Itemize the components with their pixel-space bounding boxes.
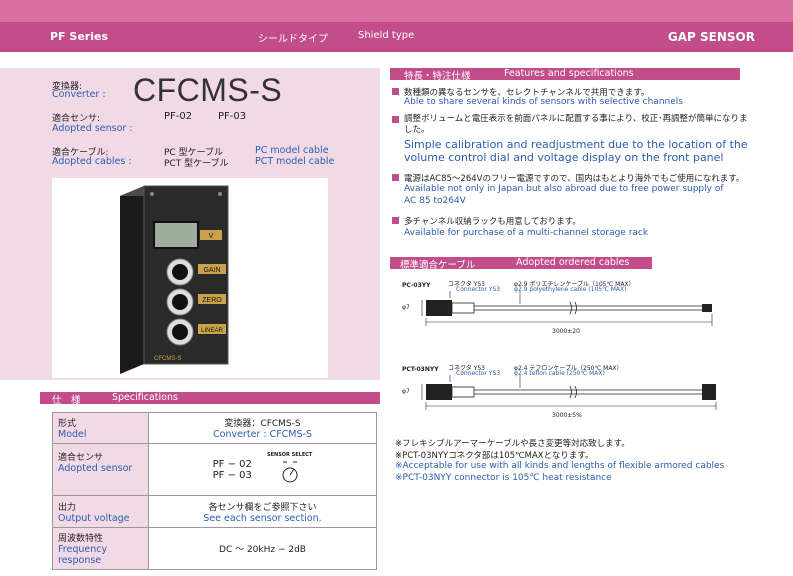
- sensor-label-jp: 適合センサ:: [52, 114, 101, 124]
- selector-switch-icon: [282, 461, 298, 482]
- series-title: PF Series: [50, 30, 108, 43]
- specs-title-jp: 仕 様: [52, 395, 81, 406]
- panel-label-linear: LINEAR: [201, 328, 223, 334]
- spec-value-en: See each sensor section.: [203, 512, 322, 524]
- cables-title-jp: 標準適合ケーブル: [400, 260, 476, 271]
- panel-label-v: V: [209, 233, 214, 240]
- converter-label-en: Converter :: [52, 89, 106, 100]
- cable-1-jp: PC 型ケーブル: [164, 148, 224, 158]
- product-photo: V GAIN ZERO LINEAR CFCMS-S: [52, 178, 328, 378]
- features-title-en: Features and specifications: [504, 68, 634, 79]
- cable-1-spec-jp: φ2.9 ポリエチレンケーブル（105℃ MAX）: [514, 281, 635, 288]
- feature-2-en-1: Simple calibration and readjustment due …: [404, 138, 748, 151]
- bullet-icon: [392, 174, 399, 181]
- bullet-icon: [392, 116, 399, 123]
- feature-1-en: Able to share several kinds of sensors w…: [404, 97, 683, 107]
- cable-2-length: 3000±5%: [552, 412, 582, 419]
- cable-1-en: PC model cable: [255, 145, 329, 156]
- cable-note-jp-2: ※PCT-03NYYコネクタ部は105℃MAXとなります。: [395, 451, 594, 461]
- spec-label-en: Frequency response: [58, 544, 108, 566]
- cable-1-length: 3000±20: [552, 328, 580, 335]
- feature-2-jp: 調整ボリュームと電圧表示を前面パネルに配置する事により、校正･再調整が簡単になり…: [404, 114, 748, 135]
- feature-4-jp: 多チャンネル収納ラックも用意しております。: [404, 217, 581, 227]
- sensor-value-2: PF − 03: [212, 469, 252, 481]
- cable-1-diagram: PC-03YY コネクタ YS3 Connector YS3 φ2.9 ポリエチ…: [402, 276, 742, 342]
- features-title-bar: 特長・特注仕様 Features and specifications: [390, 68, 740, 82]
- cable-note-en-1: ※Acceptable for use with all kinds and l…: [395, 461, 725, 471]
- feature-3-jp: 電源はAC85〜264Vのフリー電源ですので、国内はもとより海外でもご使用になれ…: [404, 174, 745, 184]
- sensor-select-label: SENSOR SELECT: [267, 451, 313, 458]
- spec-label-jp: 出力: [58, 502, 77, 513]
- cable-label-en: Adopted cables :: [52, 156, 132, 167]
- type-en: Shield type: [358, 30, 415, 41]
- bullet-icon: [392, 217, 399, 224]
- sensor-2: PF-03: [218, 111, 247, 122]
- converter-unit-illustration: V GAIN ZERO LINEAR CFCMS-S: [120, 185, 229, 374]
- specs-title-en: Specifications: [112, 392, 178, 403]
- spec-value-en: Converter : CFCMS-S: [213, 429, 312, 440]
- page-header: PF Series シールドタイプ Shield type GAP SENSOR: [0, 22, 793, 52]
- cable-2-conn-en: Connector YS3: [456, 370, 501, 377]
- spec-label-jp: 周波数特性: [58, 534, 104, 544]
- converter-label-jp: 変換器:: [52, 82, 83, 92]
- cables-title-en: Adopted ordered cables: [516, 257, 630, 268]
- panel-label-zero: ZERO: [202, 297, 222, 304]
- type-jp: シールドタイプ: [258, 34, 328, 45]
- knob-gain: [166, 258, 194, 286]
- spec-label-en: Model: [58, 429, 87, 440]
- cable-1-drawing: [421, 291, 713, 326]
- bullet-icon: [392, 88, 399, 95]
- panel-model-label: CFCMS-S: [154, 356, 181, 362]
- spec-value: DC 〜 20kHz − 2dB: [219, 545, 306, 555]
- spec-label-en: Output voltage: [58, 512, 130, 524]
- spec-label-jp: 形式: [58, 419, 77, 429]
- specs-title-bar: 仕 様 Specifications: [40, 392, 380, 406]
- cable-2-dim: φ7: [402, 388, 410, 395]
- cable-note-jp-1: ※フレキシブルアーマーケーブルや長さ変更等対応致します。: [395, 439, 630, 449]
- cable-1-spec-en: φ2.9 polyethylene cable (105℃ MAX): [514, 286, 627, 293]
- panel-label-gain: GAIN: [203, 267, 220, 274]
- features-title-jp: 特長・特注仕様: [404, 71, 471, 82]
- cable-2-jp: PCT 型ケーブル: [164, 159, 229, 169]
- knob-linear: [166, 318, 194, 346]
- cable-note-en-2: ※PCT-03NYY connector is 105℃ heat resist…: [395, 473, 612, 483]
- feature-2-en-2: volume control dial and voltage display …: [404, 151, 724, 164]
- cable-1-conn-en: Connector YS3: [456, 286, 501, 293]
- cable-2-en: PCT model cable: [255, 156, 335, 167]
- cable-2-drawing: [421, 375, 717, 410]
- cables-title-bar: 標準適合ケーブル Adopted ordered cables: [390, 257, 652, 271]
- feature-4-en: Available for purchase of a multi-channe…: [404, 228, 649, 238]
- feature-1-jp: 数種類の異なるセンサを、セレクトチャンネルで共用できます。: [404, 88, 650, 98]
- model-name: CFCMS-S: [133, 72, 283, 108]
- cable-2-diagram: PCT-03NYY コネクタ YS3 Connector YS3 φ2.4 テフ…: [402, 360, 742, 426]
- cable-2-spec-jp: φ2.4 テフロンケーブル（250℃ MAX）: [514, 365, 623, 372]
- cable-2-conn-jp: コネクタ YS3: [448, 365, 485, 372]
- feature-3-en-1: Available not only in Japan but also abr…: [404, 184, 724, 194]
- sensor-label-en: Adopted sensor :: [52, 123, 133, 134]
- feature-3-en-2: AC 85 to264V: [404, 196, 466, 206]
- spec-value-jp: 変換器：CFCMS-S: [224, 419, 301, 429]
- category-title: GAP SENSOR: [667, 30, 755, 44]
- top-band: [0, 0, 793, 22]
- knob-zero: [166, 288, 194, 316]
- spec-label-en: Adopted sensor: [58, 463, 133, 474]
- cable-2-spec-en: φ2.4 teflon cable (250℃ MAX): [514, 370, 605, 377]
- cable-1-name: PC-03YY: [402, 282, 431, 289]
- cable-1-dim: φ7: [402, 304, 410, 311]
- cable-1-conn-jp: コネクタ YS3: [448, 281, 485, 288]
- cable-2-name: PCT-03NYY: [402, 366, 439, 373]
- spec-label-jp: 適合センサ: [58, 453, 104, 463]
- cable-label-jp: 適合ケーブル:: [52, 148, 109, 158]
- sensor-value-1: PF − 02: [212, 458, 252, 470]
- spec-value-jp: 各センサ欄をご参照下さい: [208, 502, 317, 513]
- sensor-1: PF-02: [164, 111, 193, 122]
